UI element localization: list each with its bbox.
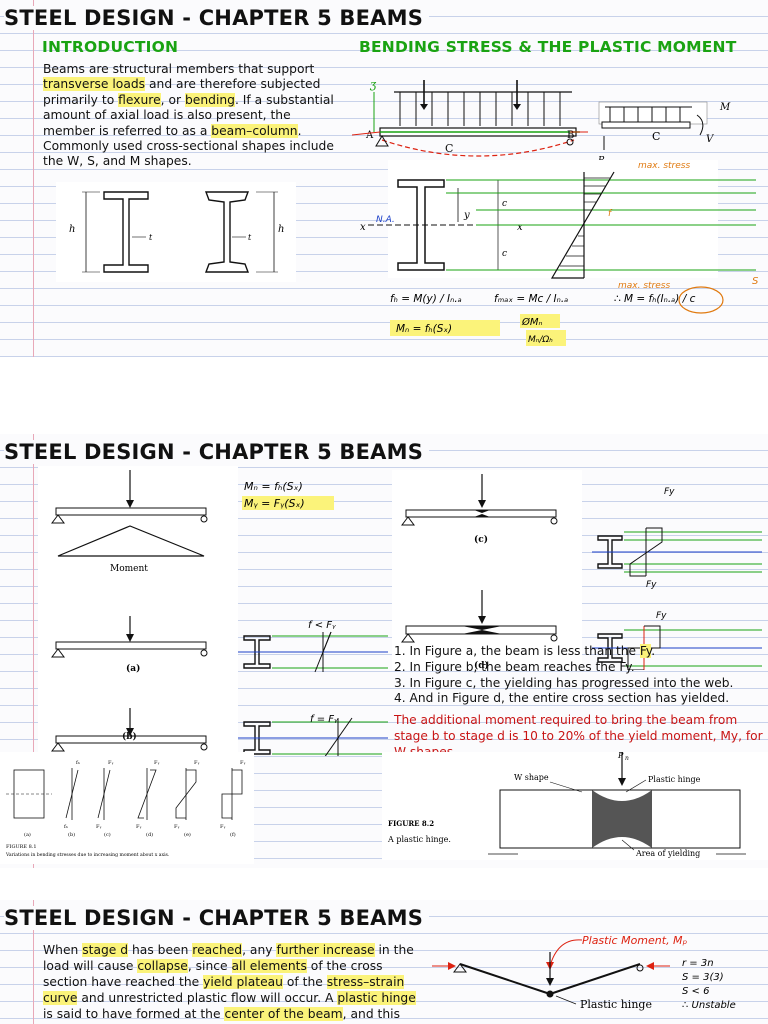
label-y: y <box>463 210 470 221</box>
fig82-caption: A plastic hinge. <box>387 835 451 844</box>
label-plastic-hinge: Plastic hinge <box>648 775 701 784</box>
label-s-mark: S <box>752 276 759 287</box>
fig81-label: Fᵧ <box>96 824 101 830</box>
intro-heading: INTRODUCTION <box>42 38 178 56</box>
intro-text: , or <box>161 93 185 107</box>
fig81-label: Fᵧ <box>220 824 225 830</box>
label-c: C <box>445 142 453 155</box>
label-plastic-moment: Plastic Moment, Mₚ <box>582 934 688 947</box>
label-x: x <box>360 222 366 233</box>
fig81-label: Fᵧ <box>194 760 199 766</box>
figure-8-2-drawing: P n W shape Plastic hinge Area of yieldi… <box>382 752 768 860</box>
figure-8-1: fₕ Fᵧ Fᵧ Fᵧ Fᵧ fₕ Fᵧ Fᵧ Fᵧ Fᵧ (a) (b) (c… <box>0 752 254 864</box>
label-x: x <box>517 222 523 233</box>
formula-mn: Mₙ = fₕ(Sₓ) <box>244 480 303 493</box>
label-area-yielding: Area of yielding <box>635 849 700 858</box>
highlight-transverse-loads: transverse loads <box>43 77 145 91</box>
stress-stages-figure-left: Moment (a) Mₙ = fₕ(Sₓ) Mᵧ = Fᵧ(Sₓ) f < F… <box>38 466 388 756</box>
slide-bending-stress: STEEL DESIGN - CHAPTER 5 BEAMS INTRODUCT… <box>0 0 768 357</box>
slide-title: STEEL DESIGN - CHAPTER 5 BEAMS <box>4 440 429 464</box>
fig81-label: fₕ <box>64 824 68 830</box>
plastic-hinge-paragraph: When stage d has been reached, any furth… <box>43 942 423 1022</box>
list-item: 3. In Figure c, the yielding has progres… <box>394 676 766 692</box>
fig81-label: Fᵧ <box>240 760 245 766</box>
formula-fb: fₕ = M(y) / Iₙ.ₐ <box>390 293 462 305</box>
fig81-letter: (b) <box>68 831 75 838</box>
label-fy: Fy <box>664 487 675 497</box>
fig81-label: Fᵧ <box>108 760 113 766</box>
label-pn-sub: n <box>625 755 629 762</box>
list-item: 1. In Figure a, the beam is less than th… <box>394 644 766 660</box>
bending-heading: BENDING STRESS & THE PLASTIC MOMENT <box>359 38 737 56</box>
label-c-bottom: c <box>502 249 507 259</box>
label-plastic-hinge: Plastic hinge <box>580 998 652 1011</box>
fig82-caption-head: FIGURE 8.2 <box>388 819 434 828</box>
fig81-label: fₕ <box>76 760 80 766</box>
formula-my: Mᵧ = Fᵧ(Sₓ) <box>244 497 305 510</box>
list-item: 4. And in Figure d, the entire cross sec… <box>394 691 766 707</box>
formula-mn-omega: Mₙ/Ωₕ <box>528 335 553 345</box>
stress-stages-figure-right: (c) (d) Fy Fy Fy Fy <box>392 470 762 670</box>
stage-list: 1. In Figure a, the beam is less than th… <box>394 644 766 761</box>
label-f-equal-fy: f = Fᵧ <box>310 714 338 725</box>
eq-unstable: ∴ Unstable <box>682 1000 736 1011</box>
label-w-shape: W shape <box>514 773 549 782</box>
figure-8-2: P n W shape Plastic hinge Area of yieldi… <box>382 752 768 860</box>
intro-text: Beams are structural members that suppor… <box>43 62 314 76</box>
fig81-caption: Variations in bending stresses due to in… <box>5 852 170 858</box>
label-max-stress-top: max. stress <box>638 161 690 171</box>
fig81-letter: (e) <box>184 831 191 838</box>
fig81-letter: (c) <box>104 831 111 838</box>
label-moment: Moment <box>110 564 148 574</box>
label-na: N.A. <box>376 215 395 225</box>
highlight-flexure: flexure <box>118 93 161 107</box>
plastic-hinge-mechanism-figure: Plastic Moment, Mₚ Plastic hinge r = 3n … <box>426 930 768 1024</box>
formula-mn: Mₙ = fₕ(Sₓ) <box>396 323 452 335</box>
fig81-letter: (a) <box>24 831 31 838</box>
formula-phi-mn: ØMₙ <box>521 316 543 328</box>
slide-stress-stages: STEEL DESIGN - CHAPTER 5 BEAMS Moment (a… <box>0 434 768 868</box>
label-fig-a: (a) <box>126 663 140 674</box>
label-c-top: c <box>502 199 507 209</box>
label-pn: P <box>617 752 624 760</box>
fig81-label: Fᵧ <box>174 824 179 830</box>
fig81-letter: (d) <box>146 831 153 838</box>
label-a: A <box>365 130 374 141</box>
label-y-axis: ʒ <box>369 78 377 91</box>
highlight-beam-column: beam–column <box>211 124 297 138</box>
label-h: h <box>69 224 75 235</box>
label-c: C <box>652 130 660 143</box>
fig81-caption-head: FIGURE 8.1 <box>6 844 37 850</box>
label-fy: Fy <box>656 611 667 621</box>
highlight-bending: bending <box>185 93 235 107</box>
w-s-section-figure: h t h t <box>56 182 296 282</box>
label-fig-c: (c) <box>474 534 488 545</box>
list-item: 2. In Figure b, the beam reaches the Fy. <box>394 660 766 676</box>
label-m: M <box>719 102 731 113</box>
eq-r: r = 3n <box>682 958 714 969</box>
label-h: h <box>278 224 284 235</box>
stress-distribution-figure: x x N.A. y c c max. stress f max. stress… <box>356 160 766 356</box>
slide-title: STEEL DESIGN - CHAPTER 5 BEAMS <box>4 906 429 930</box>
formula-m: ∴ M = fₕ(Iₙ.ₐ) / c <box>614 293 696 305</box>
distributed-load-beam-figure: ʒ A B C R A M <box>352 60 762 170</box>
slide-plastic-hinge: STEEL DESIGN - CHAPTER 5 BEAMS When stag… <box>0 900 768 1024</box>
label-max-stress-bottom: max. stress <box>618 281 670 291</box>
fig81-letter: (f) <box>230 831 236 838</box>
figure-8-1-drawing: fₕ Fᵧ Fᵧ Fᵧ Fᵧ fₕ Fᵧ Fᵧ Fᵧ Fᵧ (a) (b) (c… <box>0 752 254 864</box>
slide-title: STEEL DESIGN - CHAPTER 5 BEAMS <box>4 6 429 30</box>
fig81-label: Fᵧ <box>136 824 141 830</box>
label-fig-b: (b) <box>122 732 137 742</box>
label-f-less-fy: f < Fᵧ <box>308 620 336 631</box>
label-fy: Fy <box>646 580 657 590</box>
eq-s-compare: S < 6 <box>682 986 709 997</box>
fig81-label: Fᵧ <box>154 760 159 766</box>
formula-fmax: fₘₐₓ = Mc / Iₙ.ₐ <box>494 293 568 305</box>
intro-paragraph: Beams are structural members that suppor… <box>43 62 343 170</box>
eq-s: S = 3(3) <box>682 972 724 983</box>
